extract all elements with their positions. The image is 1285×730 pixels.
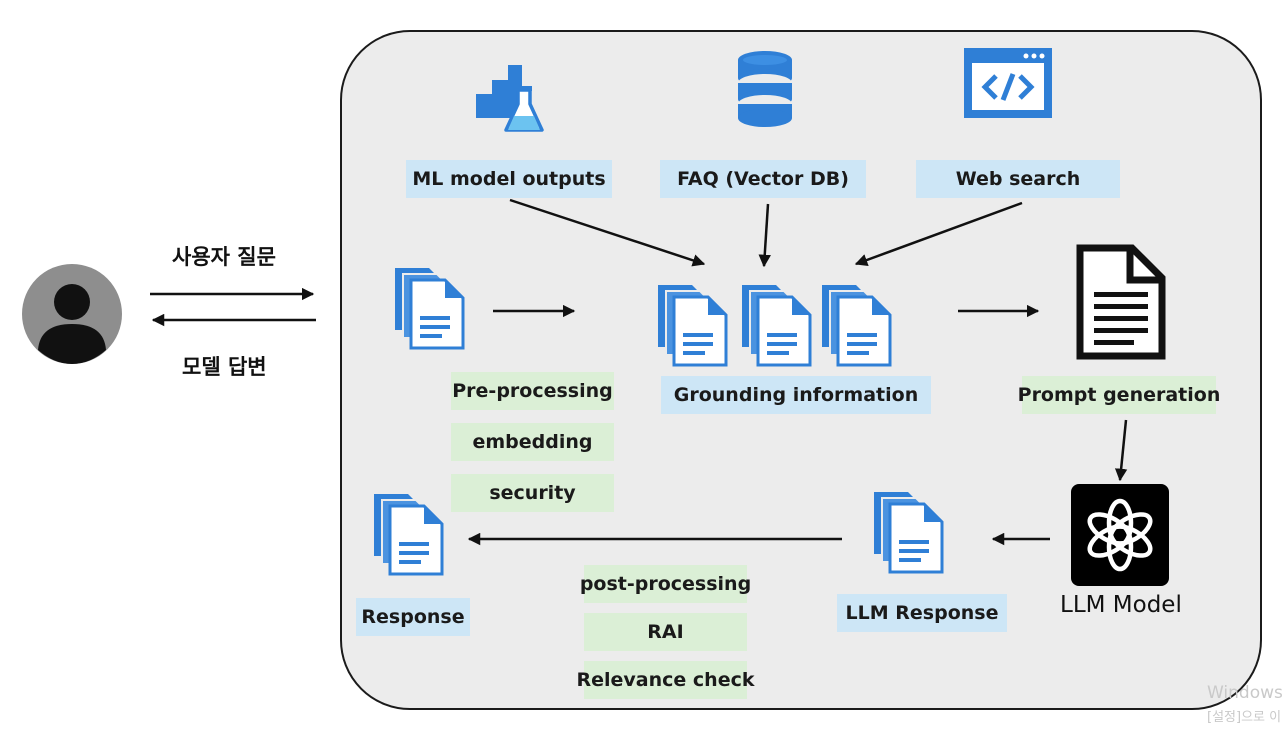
llm-model-label: LLM Model (1060, 592, 1182, 618)
web-code-icon (964, 48, 1052, 118)
prompt-to-llm-arrow (1114, 419, 1128, 482)
ml-to-grounding-arrow (509, 198, 706, 267)
faq-to-grounding-arrow (758, 203, 771, 268)
faq-vector-db-label: FAQ (Vector DB) (660, 160, 866, 198)
response-label: Response (356, 598, 470, 636)
response-document-icon (374, 494, 444, 576)
pipeline-panel (340, 30, 1262, 710)
llm-response-label: LLM Response (837, 594, 1007, 632)
web-to-grounding-arrow (854, 201, 1023, 266)
llm-model-icon (1071, 484, 1169, 586)
web-search-label: Web search (916, 160, 1120, 198)
grounding-document-icon-3 (822, 285, 892, 367)
security-label: security (451, 474, 614, 512)
grounding-document-icon-2 (742, 285, 812, 367)
user-question-label: 사용자 질문 (172, 245, 276, 269)
grounding-information-label: Grounding information (661, 376, 931, 414)
pre-processing-label: Pre-processing (451, 372, 614, 410)
ml-studio-icon (476, 65, 544, 132)
post-processing-label: post-processing (580, 565, 751, 603)
rai-label: RAI (584, 613, 747, 651)
watermark-line-2: [설정]으로 이 (1207, 710, 1282, 725)
relevance-check-label: Relevance check (577, 661, 755, 699)
llm-response-document-icon (874, 492, 944, 574)
embedding-label: embedding (451, 423, 614, 461)
database-icon (738, 51, 792, 127)
prompt-generation-label: Prompt generation (1018, 376, 1220, 414)
model-answer-label: 모델 답변 (182, 355, 267, 379)
user-avatar-icon (22, 264, 122, 364)
grounding-document-icon-1 (658, 285, 728, 367)
input-document-icon (395, 268, 465, 350)
watermark-line-1: Windows (1207, 683, 1283, 703)
prompt-document-icon (1076, 244, 1166, 360)
ml-model-outputs-label: ML model outputs (406, 160, 612, 198)
